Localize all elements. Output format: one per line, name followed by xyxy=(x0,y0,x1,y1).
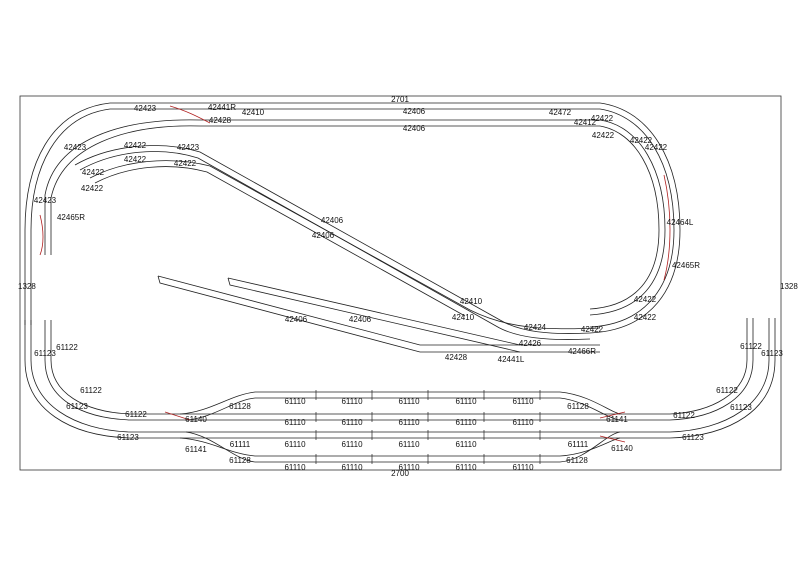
svg-text:42424: 42424 xyxy=(524,323,547,332)
svg-text:61110: 61110 xyxy=(455,418,477,427)
svg-text:61123: 61123 xyxy=(117,433,139,442)
svg-text:61128: 61128 xyxy=(229,402,251,411)
right-dimension: 1328 xyxy=(780,282,798,291)
svg-text:42422: 42422 xyxy=(82,168,105,177)
lower-right-labels: 61122 61123 61122 61123 61122 61123 6112… xyxy=(566,342,783,465)
svg-text:61110: 61110 xyxy=(341,397,363,406)
svg-text:61128: 61128 xyxy=(229,456,251,465)
svg-text:42423: 42423 xyxy=(34,196,57,205)
svg-text:61110: 61110 xyxy=(284,418,306,427)
svg-text:61110: 61110 xyxy=(284,397,306,406)
svg-text:42464L: 42464L xyxy=(667,218,694,227)
svg-text:42465R: 42465R xyxy=(57,213,85,222)
lower-straight-labels: 61110 61110 61110 61110 61110 61110 6111… xyxy=(230,397,589,472)
svg-text:42472: 42472 xyxy=(549,108,572,117)
svg-text:42422: 42422 xyxy=(592,131,615,140)
svg-text:61110: 61110 xyxy=(398,418,420,427)
svg-text:42406: 42406 xyxy=(349,315,372,324)
svg-text:61140: 61140 xyxy=(611,444,633,453)
top-dimension: 2701 xyxy=(391,95,409,104)
svg-text:42406: 42406 xyxy=(285,315,308,324)
svg-text:42422: 42422 xyxy=(581,325,604,334)
left-dimension: 1328 xyxy=(18,282,36,291)
svg-text:61110: 61110 xyxy=(341,463,363,472)
svg-text:61110: 61110 xyxy=(398,440,420,449)
svg-text:42410: 42410 xyxy=(242,108,265,117)
svg-text:61123: 61123 xyxy=(730,403,752,412)
svg-text:42406: 42406 xyxy=(321,216,344,225)
svg-text:42406: 42406 xyxy=(403,124,426,133)
svg-text:42422: 42422 xyxy=(81,184,104,193)
svg-text:42466R: 42466R xyxy=(568,347,596,356)
svg-text:42428: 42428 xyxy=(445,353,468,362)
svg-text:61110: 61110 xyxy=(398,397,420,406)
diagonal-tracks xyxy=(74,145,601,353)
svg-text:61123: 61123 xyxy=(34,349,56,358)
svg-text:61140: 61140 xyxy=(185,415,207,424)
svg-text:42422: 42422 xyxy=(124,155,147,164)
svg-text:42422: 42422 xyxy=(634,313,657,322)
svg-text:61122: 61122 xyxy=(125,410,147,419)
svg-text:42428: 42428 xyxy=(209,116,232,125)
middle-labels: 42406 42406 42464L 42465R 42410 42410 42… xyxy=(285,216,700,364)
svg-text:61110: 61110 xyxy=(512,418,534,427)
svg-text:42422: 42422 xyxy=(591,114,614,123)
svg-text:42465R: 42465R xyxy=(672,261,700,270)
lower-left-labels: 61123 61122 61122 61123 61122 61123 6114… xyxy=(34,343,251,465)
baseboard-outline xyxy=(19,95,782,471)
svg-text:61110: 61110 xyxy=(284,440,306,449)
svg-text:42406: 42406 xyxy=(403,107,426,116)
svg-text:42423: 42423 xyxy=(177,143,200,152)
svg-text:61110: 61110 xyxy=(341,440,363,449)
svg-text:61128: 61128 xyxy=(567,402,589,411)
svg-text:61122: 61122 xyxy=(56,343,78,352)
svg-text:61128: 61128 xyxy=(566,456,588,465)
svg-text:42426: 42426 xyxy=(519,339,542,348)
svg-text:61123: 61123 xyxy=(66,402,88,411)
svg-text:42422: 42422 xyxy=(630,136,653,145)
svg-text:61110: 61110 xyxy=(455,440,477,449)
lower-loop-tracks xyxy=(24,318,776,463)
svg-text:42406: 42406 xyxy=(312,231,335,240)
svg-text:42441R: 42441R xyxy=(208,103,236,112)
svg-text:61122: 61122 xyxy=(740,342,762,351)
svg-text:61122: 61122 xyxy=(673,411,695,420)
svg-text:61110: 61110 xyxy=(512,397,534,406)
svg-text:42412: 42412 xyxy=(574,118,597,127)
svg-text:61123: 61123 xyxy=(761,349,783,358)
svg-text:61110: 61110 xyxy=(512,463,534,472)
svg-text:61123: 61123 xyxy=(682,433,704,442)
svg-text:42422: 42422 xyxy=(174,159,197,168)
svg-text:61141: 61141 xyxy=(185,445,207,454)
upper-loop-tracks xyxy=(24,102,681,334)
svg-text:42423: 42423 xyxy=(134,104,157,113)
svg-text:42422: 42422 xyxy=(124,141,147,150)
svg-text:61122: 61122 xyxy=(80,386,102,395)
svg-text:42441L: 42441L xyxy=(498,355,525,364)
svg-text:42410: 42410 xyxy=(452,313,475,322)
lower-track-ticks xyxy=(315,390,541,464)
upper-labels: 42423 42441R 42410 42428 42406 42406 424… xyxy=(34,103,668,222)
svg-text:61110: 61110 xyxy=(455,463,477,472)
svg-text:61110: 61110 xyxy=(398,463,420,472)
svg-text:61111: 61111 xyxy=(230,440,251,449)
bottom-dimension: 2700 xyxy=(391,469,409,478)
svg-text:42422: 42422 xyxy=(645,143,668,152)
svg-text:42422: 42422 xyxy=(634,295,657,304)
svg-text:61110: 61110 xyxy=(341,418,363,427)
svg-text:42423: 42423 xyxy=(64,143,87,152)
svg-text:61110: 61110 xyxy=(455,397,477,406)
svg-text:42410: 42410 xyxy=(460,297,483,306)
svg-text:61141: 61141 xyxy=(606,415,628,424)
svg-text:61122: 61122 xyxy=(716,386,738,395)
svg-text:61110: 61110 xyxy=(284,463,306,472)
svg-text:61111: 61111 xyxy=(568,440,589,449)
